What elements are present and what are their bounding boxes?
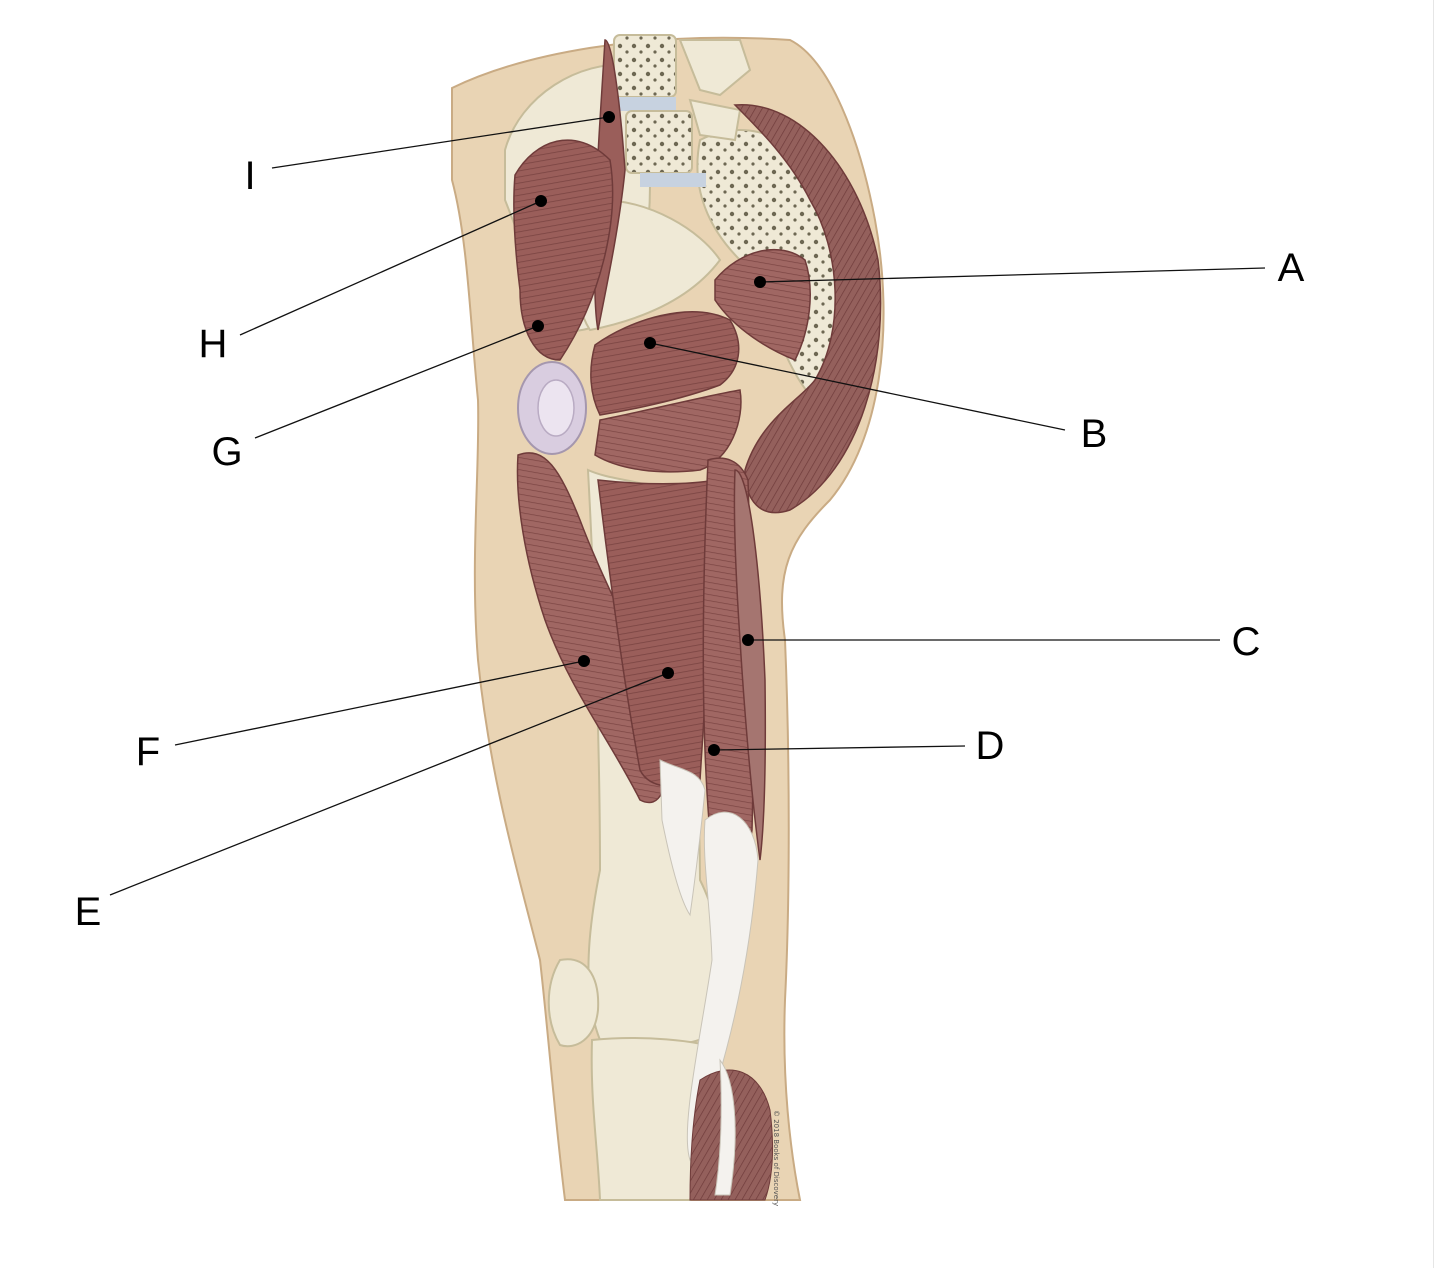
patella-bone	[547, 958, 600, 1048]
label-e[interactable]: E	[74, 890, 102, 934]
acetabulum-inner	[537, 379, 575, 437]
lower-tendon	[714, 1058, 736, 1196]
copyright-credit: © 2018 Books of Discovery	[772, 1110, 780, 1207]
label-d[interactable]: D	[975, 724, 1005, 768]
leader-line-f	[174, 660, 585, 746]
pointer-dot-a	[754, 276, 766, 288]
leader-line-d	[713, 745, 966, 751]
pointer-dot-h	[535, 195, 547, 207]
leader-line-b	[649, 342, 1066, 431]
muscle-b	[590, 311, 740, 416]
pointer-dot-e	[662, 667, 674, 679]
label-b[interactable]: B	[1080, 412, 1108, 456]
distal-tendon-1	[659, 759, 706, 917]
muscle-h	[513, 139, 614, 361]
muscle-f	[516, 452, 667, 804]
label-i[interactable]: I	[244, 154, 256, 198]
pointer-dot-f	[578, 655, 590, 667]
pointer-dot-i	[603, 111, 615, 123]
intervertebral-disc-2	[640, 173, 706, 187]
intervertebral-disc-1	[614, 97, 676, 111]
leader-lines	[109, 116, 1266, 896]
label-f[interactable]: F	[135, 730, 161, 774]
leader-line-i	[271, 116, 610, 169]
muscle-quadratus	[594, 389, 742, 473]
label-a[interactable]: A	[1277, 246, 1305, 290]
leader-line-e	[109, 672, 669, 896]
leader-dots	[532, 111, 766, 756]
pointer-dot-c	[742, 634, 754, 646]
lumbar-vertebra-1	[613, 34, 677, 98]
leader-line-g	[254, 325, 539, 439]
muscle-c	[733, 469, 767, 861]
label-g[interactable]: G	[211, 430, 243, 474]
muscle-a	[714, 248, 811, 361]
distal-tendon-2	[686, 811, 759, 1162]
pointer-dot-g	[532, 320, 544, 332]
pointer-dot-d	[708, 744, 720, 756]
leader-line-h	[239, 200, 542, 336]
vertebral-processes	[678, 39, 752, 142]
pointer-dot-b	[644, 337, 656, 349]
label-h[interactable]: H	[198, 322, 228, 366]
leader-line-a	[759, 267, 1266, 283]
lumbar-vertebra-2	[625, 110, 693, 174]
label-c[interactable]: C	[1231, 620, 1261, 664]
